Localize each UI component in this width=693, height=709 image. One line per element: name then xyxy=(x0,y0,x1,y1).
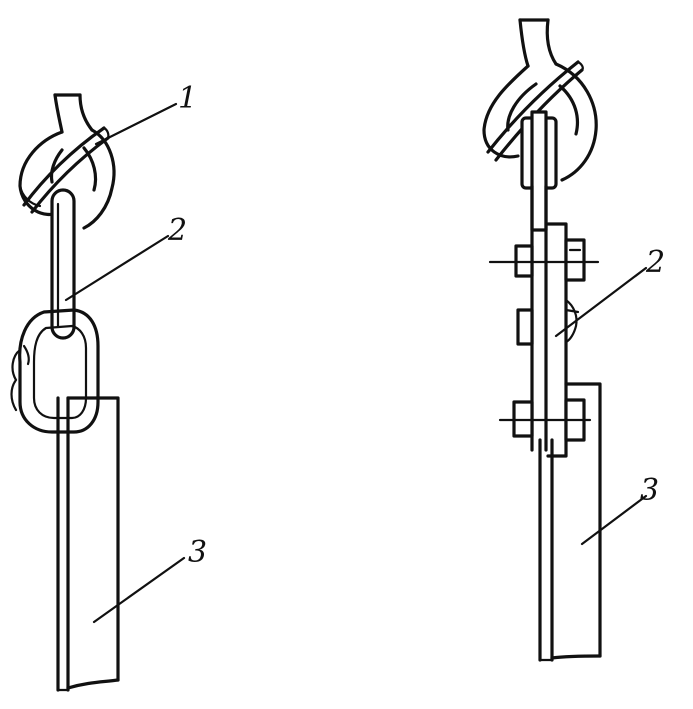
left-oval-link xyxy=(10,308,100,434)
right-clamp-plate xyxy=(546,222,580,458)
leader-line-strip-right xyxy=(580,494,648,546)
leader-line-clamp xyxy=(554,266,648,338)
right-label-strip: 3 xyxy=(640,473,659,508)
left-strip xyxy=(56,396,120,692)
left-callouts xyxy=(64,102,186,624)
right-crane-hook xyxy=(482,18,598,182)
right-upper-plate xyxy=(520,110,558,232)
left-label-hook: 1 xyxy=(178,81,197,116)
right-strip xyxy=(538,382,602,662)
left-label-link: 2 xyxy=(167,213,187,248)
right-callouts xyxy=(554,266,648,546)
leader-line-hook xyxy=(94,102,178,146)
left-assembly: 1 2 3 xyxy=(10,81,207,692)
right-middle-spacer xyxy=(516,308,534,346)
left-connecting-rod xyxy=(50,188,76,340)
left-label-strip: 3 xyxy=(188,535,207,570)
leader-line-strip xyxy=(92,556,186,624)
leader-line-link xyxy=(64,234,170,302)
right-assembly: 2 3 xyxy=(482,18,665,662)
right-upper-bolt xyxy=(488,238,600,282)
right-label-clamp: 2 xyxy=(645,245,665,280)
right-lower-bolt xyxy=(498,398,592,442)
